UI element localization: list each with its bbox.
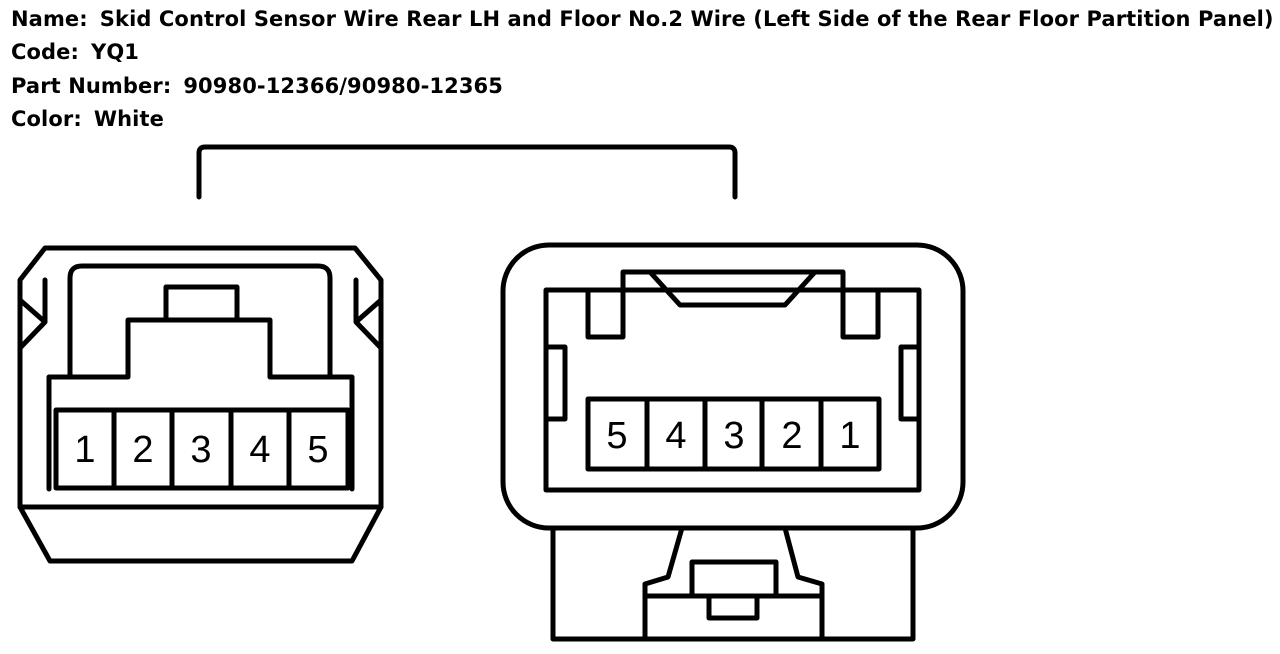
right-connector-pin-numbers: 5 4 3 2 1 — [606, 415, 860, 457]
left-pin-number: 3 — [190, 429, 211, 471]
left-pin-number: 4 — [249, 429, 270, 471]
code-row: Code: YQ1 — [11, 36, 1274, 69]
part-number-row: Part Number: 90980-12366/90980-12365 — [11, 70, 1274, 103]
part-number-label: Part Number: — [11, 73, 172, 98]
left-connector-pin-numbers: 1 2 3 4 5 — [74, 429, 328, 471]
left-connector-pin-dividers — [111, 407, 292, 491]
right-pin-number: 1 — [839, 415, 860, 457]
right-connector-inner-frame — [543, 287, 922, 493]
connector-info: Name: Skid Control Sensor Wire Rear LH an… — [11, 3, 1274, 136]
code-label: Code: — [11, 40, 80, 65]
color-row: Color: White — [11, 103, 1274, 136]
part-number-value: 90980-12366/90980-12365 — [183, 73, 503, 98]
mating-bracket — [196, 144, 738, 200]
name-label: Name: — [11, 7, 88, 31]
right-connector-left-rail — [543, 344, 568, 422]
color-label: Color: — [11, 106, 82, 131]
right-connector-latch-key — [706, 593, 760, 621]
right-connector-pin-dividers — [644, 396, 824, 472]
right-pin-number: 4 — [665, 415, 686, 457]
right-connector-latch-slot — [647, 269, 818, 308]
code-value: YQ1 — [91, 40, 139, 65]
right-connector-latch-tab — [689, 559, 779, 599]
right-connector-top-recess — [585, 269, 881, 340]
name-row: Name: Skid Control Sensor Wire Rear LH an… — [11, 3, 1274, 36]
left-pin-number: 2 — [132, 429, 153, 471]
left-pin-number: 5 — [307, 429, 328, 471]
right-connector-housing — [500, 242, 966, 531]
right-pin-number: 2 — [781, 415, 802, 457]
right-connector — [500, 242, 966, 642]
left-connector-left-side-notch — [17, 277, 48, 351]
left-connector-outline — [17, 245, 384, 564]
right-connector-pin-block — [585, 396, 882, 472]
left-pin-number: 1 — [74, 429, 95, 471]
name-value: Skid Control Sensor Wire Rear LH and Flo… — [99, 7, 1274, 31]
right-pin-number: 3 — [723, 415, 744, 457]
left-connector-inner-outline — [46, 263, 355, 492]
right-connector-right-rail — [898, 344, 922, 422]
left-connector-lock-step — [67, 317, 333, 380]
left-connector-pin-block — [53, 407, 351, 491]
right-connector-bottom-latch — [550, 525, 916, 642]
left-connector-right-side-notch — [353, 277, 384, 351]
right-connector-latch-arms — [642, 525, 825, 642]
left-connector — [17, 245, 384, 564]
color-value: White — [93, 106, 164, 131]
left-connector-lock-tab — [163, 284, 240, 323]
right-pin-number: 5 — [606, 415, 627, 457]
